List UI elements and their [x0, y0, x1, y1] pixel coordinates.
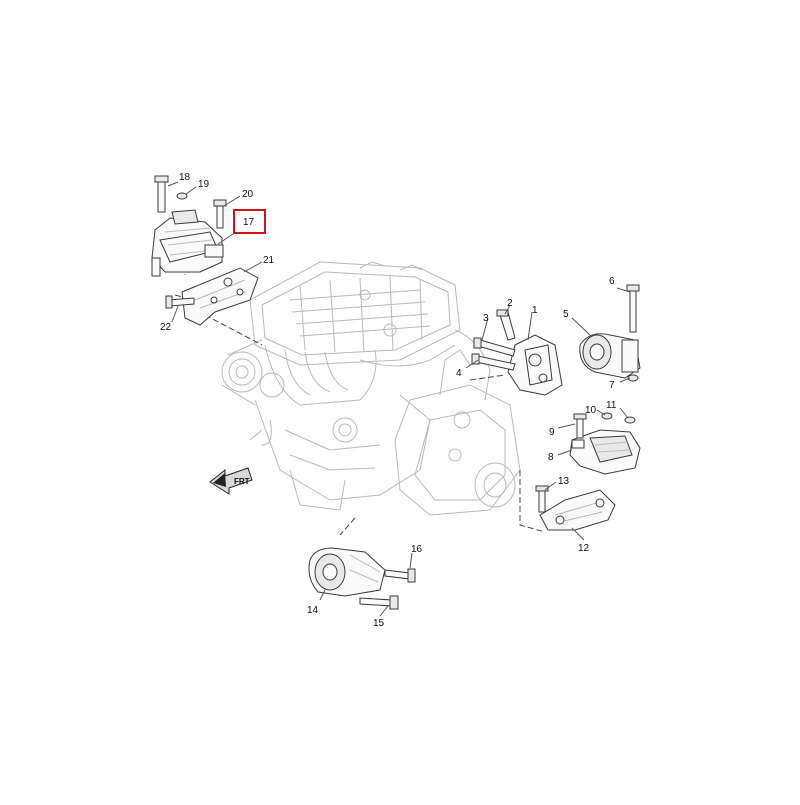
callout-9: 9	[549, 427, 555, 438]
callout-5: 5	[563, 309, 569, 320]
callout-4: 4	[456, 368, 462, 379]
callout-22: 22	[160, 322, 172, 333]
left-mount-5	[579, 284, 641, 382]
callout-10: 10	[585, 405, 597, 416]
engine-assembly	[221, 261, 521, 516]
callout-1: 1	[532, 305, 538, 316]
callout-15: 15	[373, 618, 385, 629]
callout-20: 20	[242, 189, 254, 200]
mount-bracket-21	[165, 267, 259, 326]
callout-12: 12	[578, 543, 590, 554]
upper-mount-assembly	[151, 175, 227, 277]
leader-lines	[167, 181, 631, 617]
callout-8: 8	[548, 452, 554, 463]
callout-18: 18	[179, 172, 191, 183]
callout-13: 13	[558, 476, 570, 487]
callout-14: 14	[307, 605, 319, 616]
callout-11: 11	[606, 400, 617, 411]
lower-mount-14	[308, 547, 416, 610]
callout-16: 16	[411, 544, 423, 555]
callout-19: 19	[198, 179, 210, 190]
highlighted-callout-17: 17	[233, 209, 266, 234]
callout-7: 7	[609, 380, 615, 391]
rear-mount-8	[569, 412, 641, 475]
callout-21: 21	[263, 255, 275, 266]
callout-17: 17	[243, 217, 255, 228]
frt-label: FRT	[234, 477, 250, 486]
callout-3: 3	[483, 313, 489, 324]
callout-2: 2	[507, 298, 513, 309]
bracket-12	[535, 485, 616, 531]
highlight-box	[233, 209, 266, 234]
callout-6: 6	[609, 276, 615, 287]
callout-numbers: 1 2 3 4 5 6 7 8 9 10 11 12 13 14 15 16 1…	[160, 172, 617, 629]
transmission-bracket-1	[471, 309, 563, 396]
front-direction-arrow: FRT	[209, 467, 253, 495]
